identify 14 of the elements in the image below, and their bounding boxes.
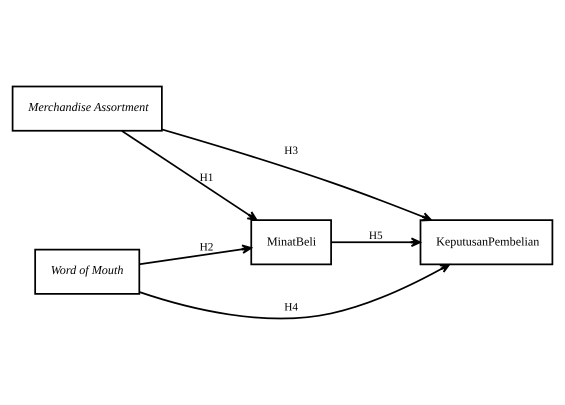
edge-label: H4 (284, 301, 298, 314)
arrow (162, 128, 432, 222)
arrow (139, 244, 252, 266)
node-box: Merchandise Assortment (12, 86, 163, 132)
arrow (331, 237, 422, 248)
arrow (139, 264, 450, 320)
edge-label: H1 (200, 172, 214, 184)
node-box: Word of Mouth (34, 248, 140, 295)
arrow (121, 130, 258, 221)
node-box: MinatBeli (250, 219, 332, 266)
edge-label: H2 (200, 241, 214, 254)
edge-label: H3 (284, 145, 298, 158)
edge-label: H5 (368, 230, 383, 242)
node-box: KeputusanPembelian (420, 219, 554, 266)
